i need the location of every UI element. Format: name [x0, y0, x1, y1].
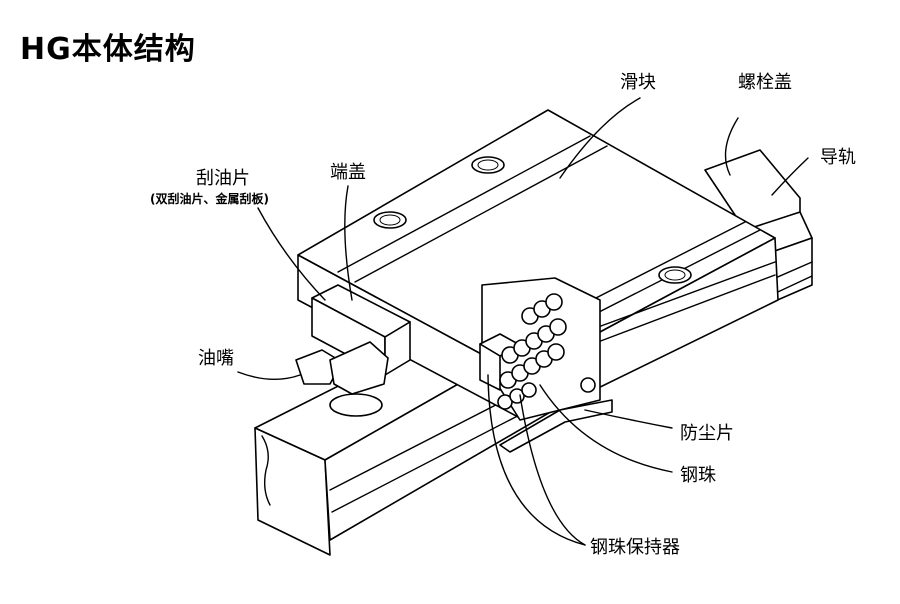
label-rail: 导轨	[820, 147, 856, 168]
label-end-seal-note: (双刮油片、金属刮板)	[150, 192, 269, 206]
page-title: HG本体结构	[20, 32, 196, 67]
label-ball: 钢珠	[680, 465, 716, 486]
label-end-seal: 刮油片	[196, 168, 250, 189]
label-ball-retainer: 钢珠保持器	[590, 537, 680, 558]
slider-block	[297, 109, 779, 419]
leader-lines	[237, 97, 809, 546]
grease-nipple	[295, 341, 389, 417]
label-slider: 滑块	[620, 72, 656, 93]
label-end-cap: 端盖	[330, 162, 366, 183]
label-bolt-cap: 螺栓盖	[738, 72, 792, 93]
label-bottom-seal: 防尘片	[680, 423, 734, 444]
label-grease-nipple: 油嘴	[198, 348, 234, 369]
